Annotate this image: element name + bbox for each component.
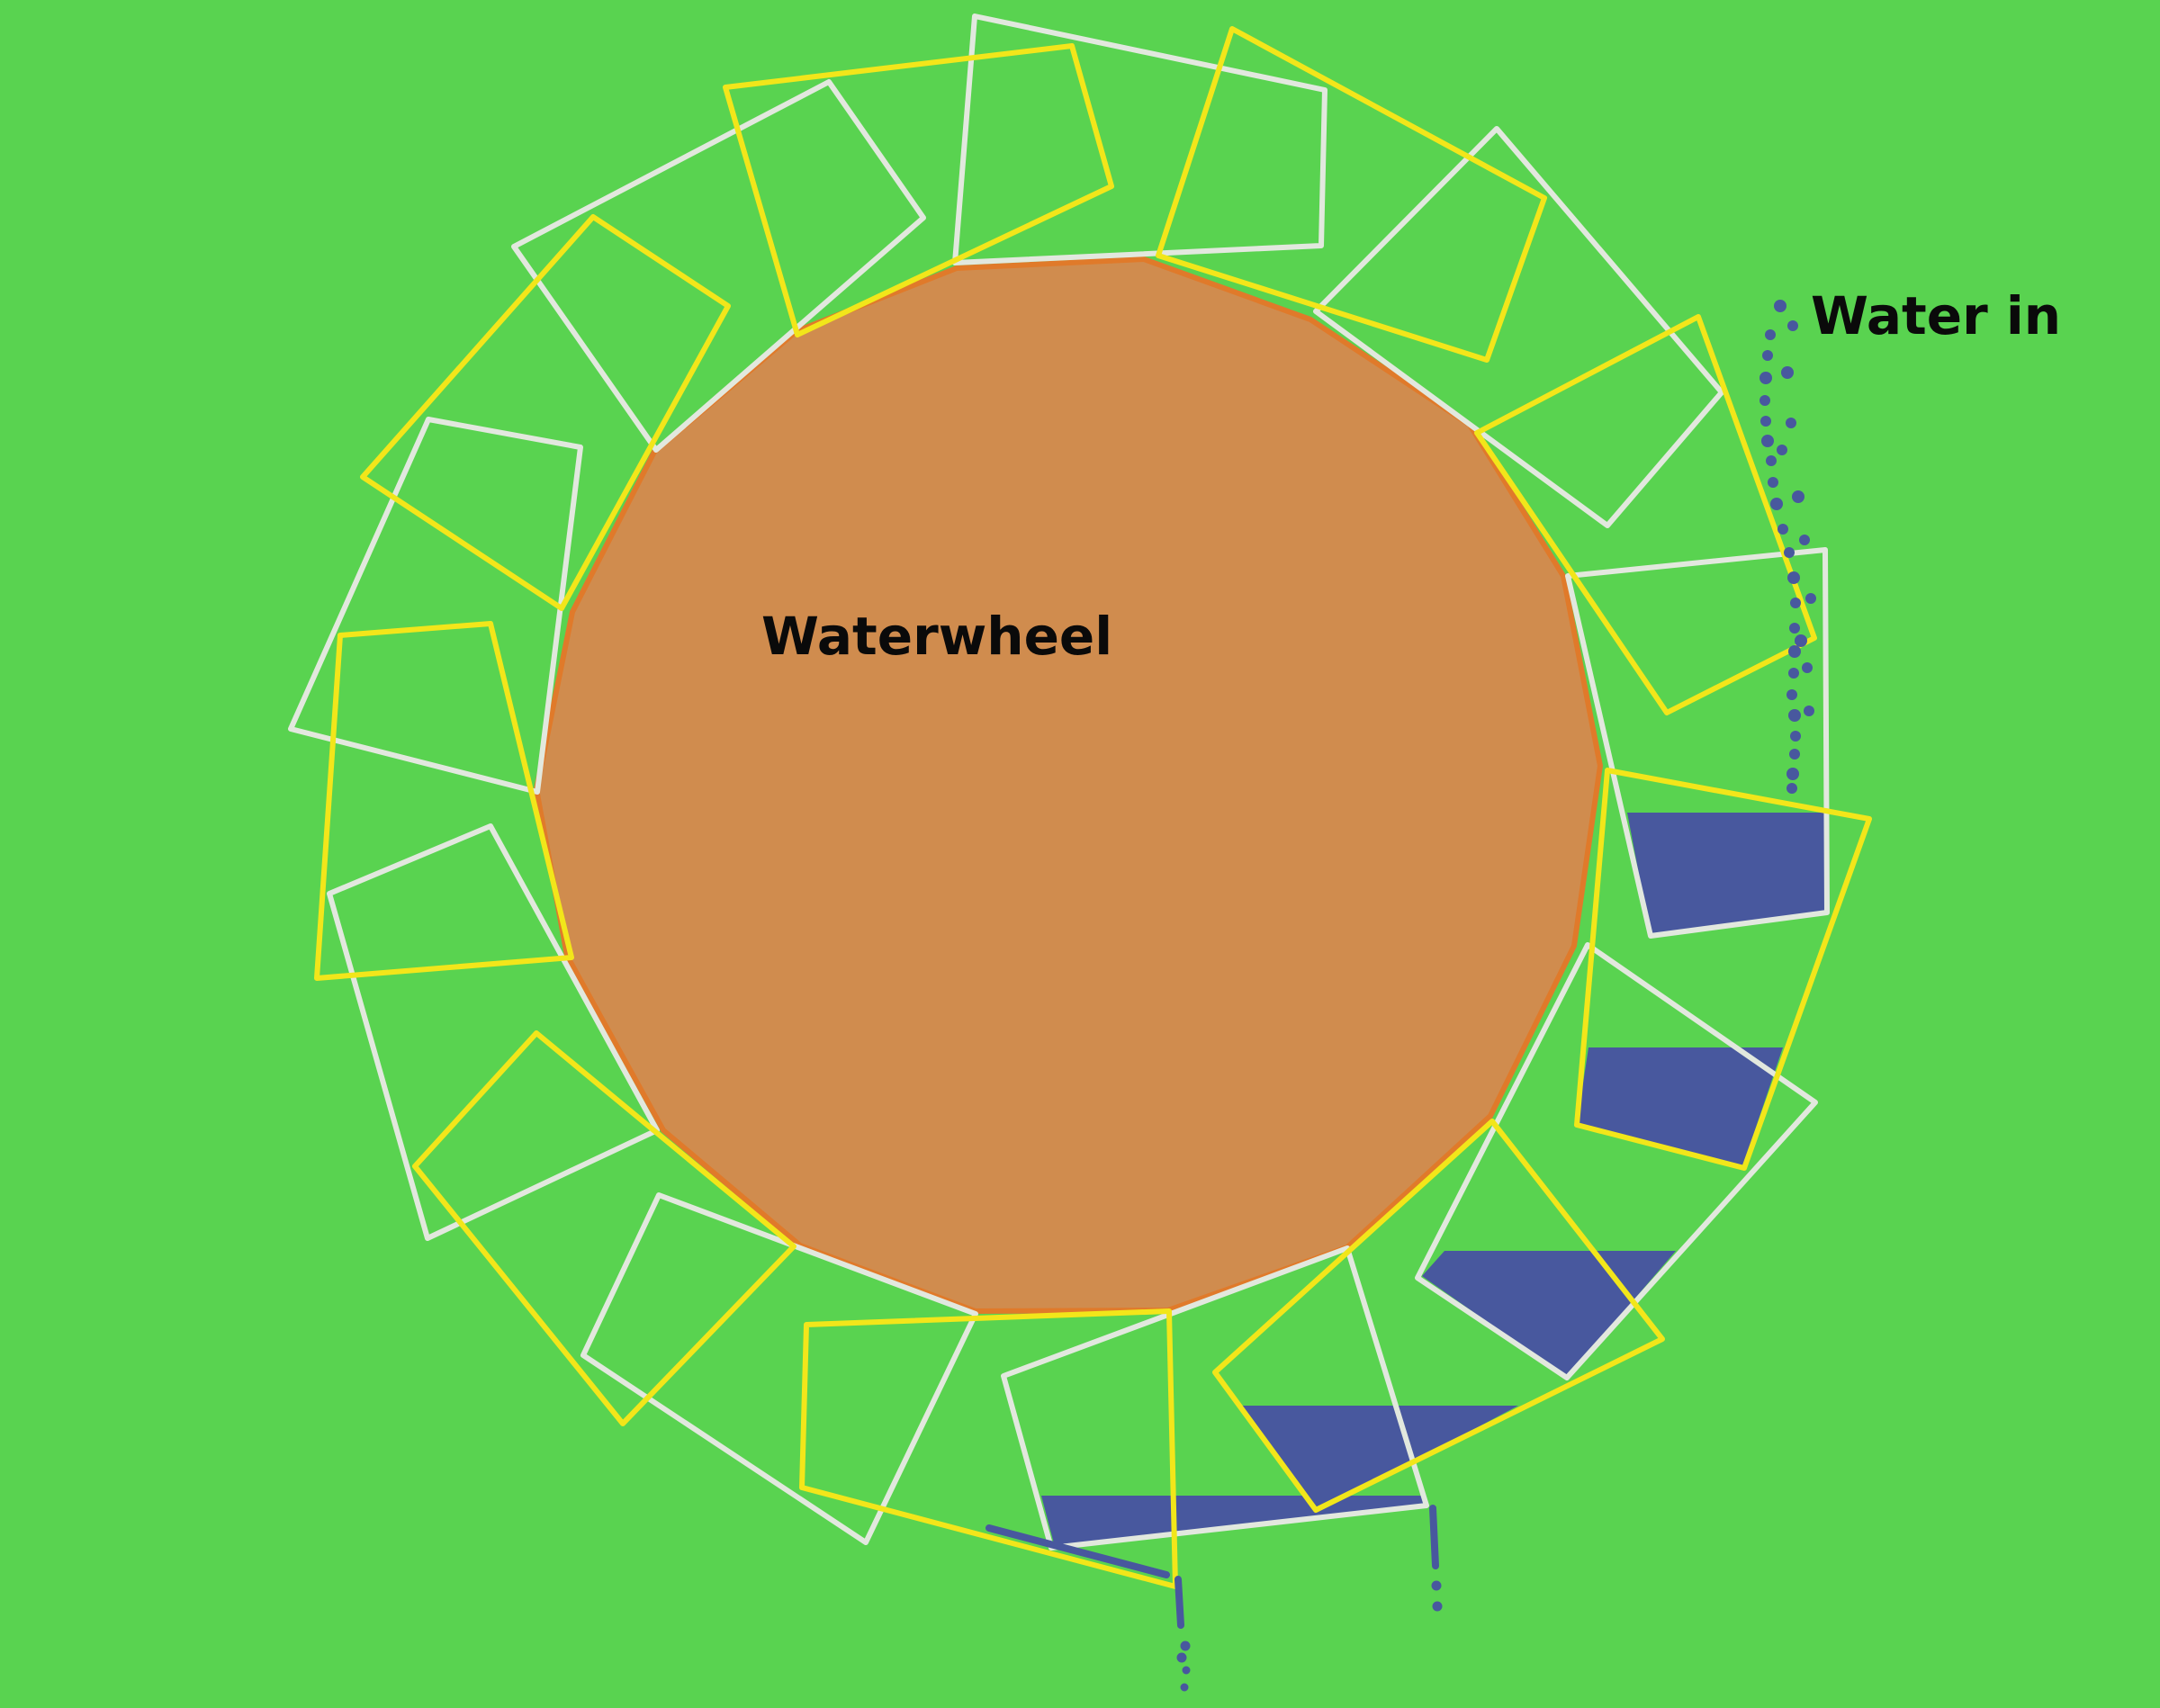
water-droplet [1788,645,1801,658]
water-droplet [1786,689,1797,700]
water-droplet [1786,418,1796,428]
water-droplet [1760,395,1770,406]
bucket-outline [580,1192,978,1545]
water-fill-5 [1041,1496,1426,1547]
water-in-stream [1760,300,1816,794]
water-droplet [1792,490,1804,503]
water-droplet [1431,1580,1442,1591]
water-fill-1 [1627,813,1828,936]
bucket-outline [1565,547,1830,939]
water-spill-line [986,1524,1170,1578]
water-droplet [1770,498,1783,510]
water-fill-3 [1422,1251,1676,1378]
water-in-label: Water in [1811,285,2062,346]
water-droplet [1182,1666,1191,1675]
water-droplet [1180,1683,1189,1692]
bucket-outline [1474,314,1817,715]
water-droplet [1787,320,1798,331]
water-droplet [1778,524,1788,535]
water-droplet [1787,571,1800,584]
bucket-outlines-white [288,13,1830,1551]
water-drip-line [1429,1505,1439,1569]
bucket-outline [511,79,926,453]
water-droplet [1789,749,1800,760]
water-droplet [1760,372,1772,384]
water-droplet [1795,634,1807,647]
water-droplet [1786,783,1797,794]
water-droplet [1176,1652,1187,1663]
water-droplet [1790,598,1801,608]
bucket-outline [327,823,660,1241]
water-droplet [1784,547,1795,558]
water-out-streams [986,1505,1443,1692]
water-droplet [1804,706,1814,716]
water-droplet [1789,623,1800,634]
bucket-outline [360,214,731,611]
bucket-outline [1313,126,1724,528]
water-droplet [1802,662,1813,673]
water-droplet [1786,768,1799,780]
bucket-outlines-yellow [314,26,1872,1589]
bucket-outline [952,13,1328,265]
bucket-outline [799,1308,1178,1589]
waterwheel-label: Waterwheel [761,606,1113,667]
bucket-outline [1212,1119,1665,1513]
water-droplet [1762,350,1773,361]
bucket-outline [288,417,583,795]
bucket-outline [1574,768,1872,1171]
water-droplet [1180,1641,1191,1651]
water-droplet [1774,300,1786,312]
water-droplet [1805,593,1816,604]
water-droplet [1788,709,1801,722]
water-droplet [1790,731,1801,742]
water-droplet [1768,477,1778,488]
bucket-outline [723,43,1114,337]
water-droplet [1781,366,1794,379]
water-droplet [1799,535,1810,545]
bucket-outline [1156,26,1547,363]
water-droplet [1788,668,1799,679]
water-droplet [1761,435,1774,447]
water-droplet [1432,1601,1443,1612]
water-fills [1041,813,1828,1547]
water-fill-4 [1242,1406,1518,1510]
bucket-outline [1415,942,1818,1380]
water-droplet [1777,445,1787,455]
water-droplet [1760,416,1771,427]
bucket-outline [314,621,574,981]
water-droplet [1765,329,1776,340]
water-drip-line [1174,1576,1184,1629]
water-droplet [1766,455,1777,466]
bucket-outline [412,1030,796,1426]
